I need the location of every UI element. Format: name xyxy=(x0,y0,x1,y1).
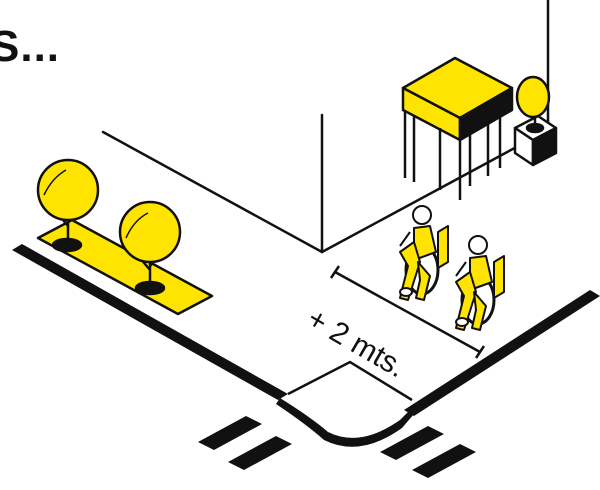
curb-left xyxy=(12,244,288,400)
curb-ramp xyxy=(287,360,413,402)
curb-ramp-edge xyxy=(276,398,414,447)
tree-icon xyxy=(36,158,100,244)
measurement-line xyxy=(329,265,486,359)
building-outline xyxy=(101,0,550,254)
curb-right xyxy=(404,290,600,416)
storefront-icon xyxy=(401,56,514,200)
potted-plant-icon xyxy=(513,75,558,167)
heading-text: S... xyxy=(0,22,61,71)
tree-icon xyxy=(118,200,182,286)
wheelchair-user-icon xyxy=(455,235,505,331)
wheelchair-user-icon xyxy=(399,205,449,301)
crosswalk-icon xyxy=(198,416,476,478)
